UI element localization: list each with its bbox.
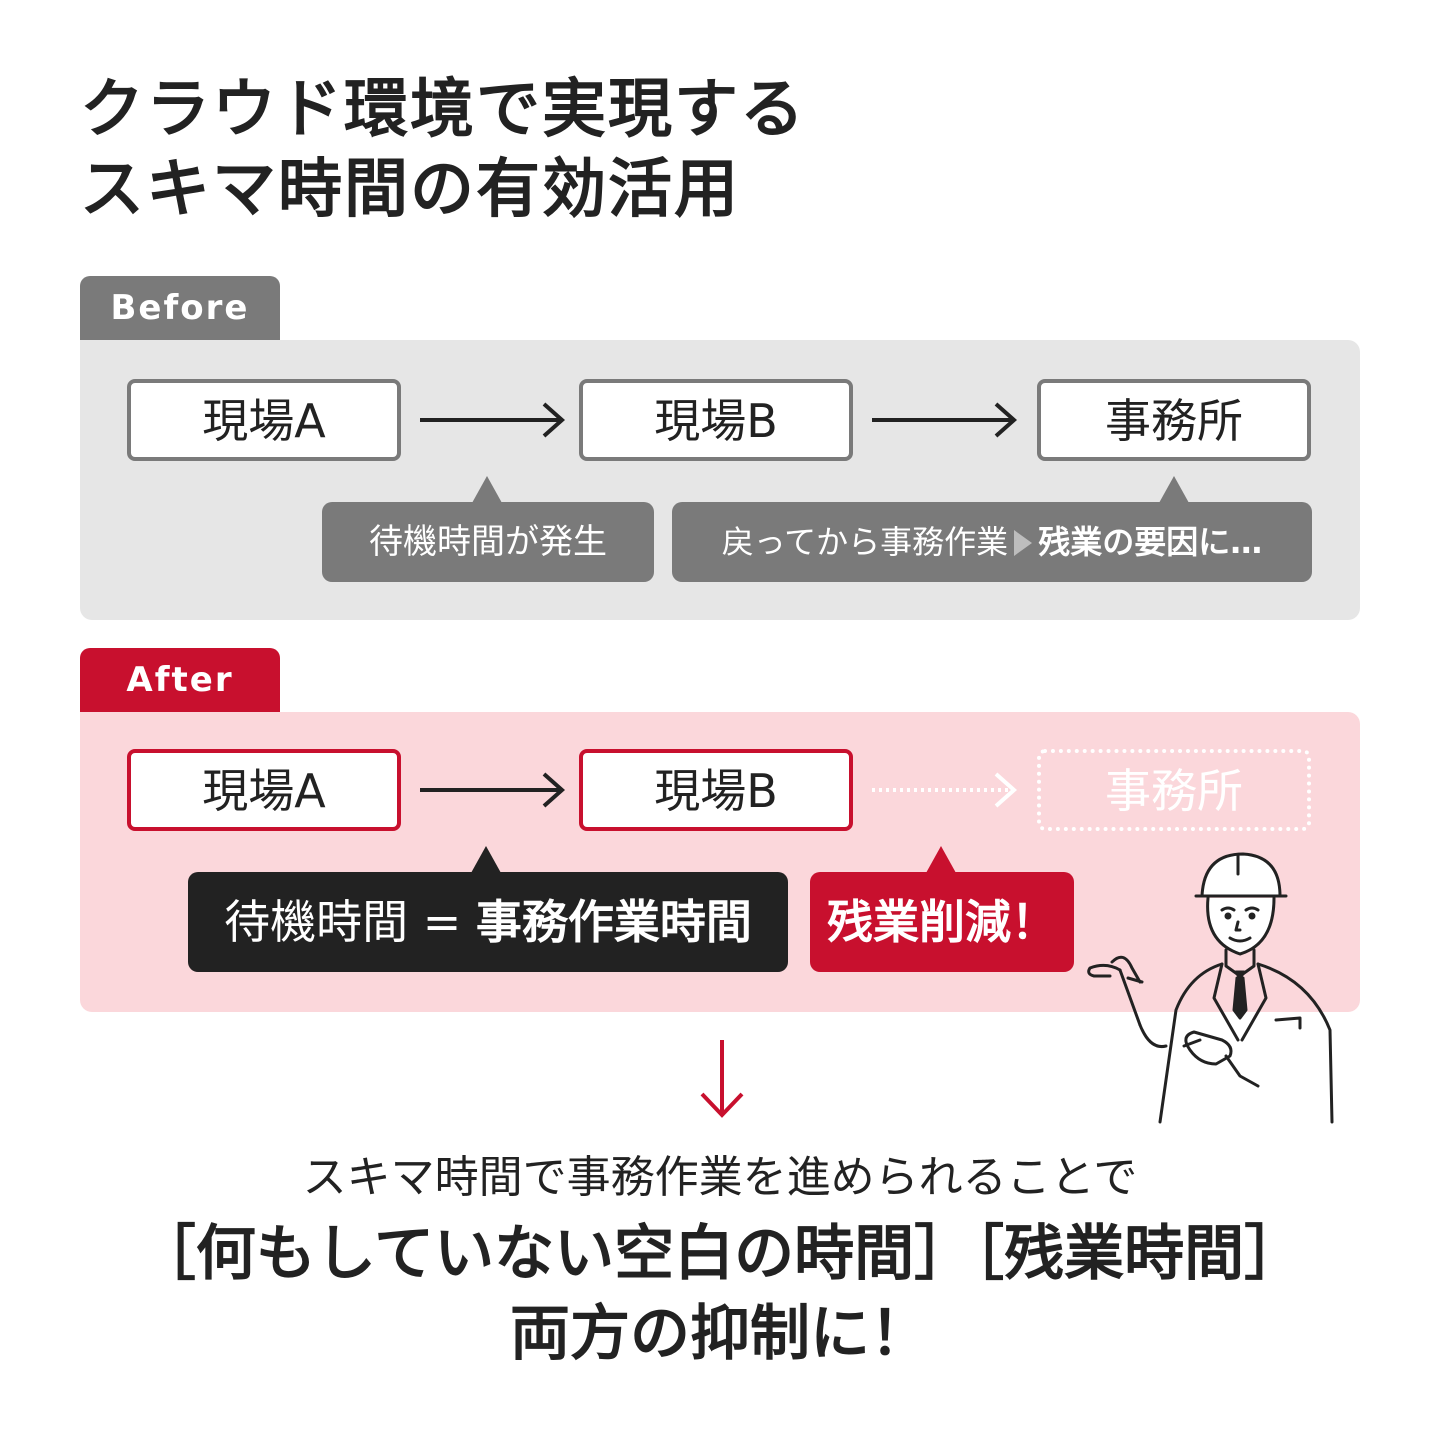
before-step-site-a: 現場A — [127, 379, 401, 461]
before-callout-wait: 待機時間が発生 — [322, 476, 654, 582]
title-line-2: スキマ時間の有効活用 — [80, 153, 740, 227]
before-callout-return-text: 戻ってから事務作業 — [721, 523, 1009, 561]
after-callout-wait-text: 待機時間 = — [224, 895, 462, 949]
worker-illustration-icon — [1087, 852, 1334, 1124]
conclusion-line-2: ［何もしていない空白の時間］［残業時間］ — [135, 1219, 1305, 1289]
after-step-site-a: 現場A — [127, 749, 401, 831]
page-title: クラウド環境で実現する スキマ時間の有効活用 — [80, 70, 980, 230]
before-callout-return-result: 残業の要因に… — [1038, 523, 1263, 561]
conclusion-line-1: スキマ時間で事務作業を進められることで — [302, 1152, 1138, 1203]
after-arrow-1-icon — [420, 772, 566, 808]
before-arrow-1-icon — [420, 402, 566, 438]
after-callout-wait-result: 事務作業時間 — [475, 895, 752, 949]
before-arrow-2-icon — [872, 402, 1018, 438]
after-step-site-b: 現場B — [579, 749, 853, 831]
after-step-office-faded: 事務所 — [1037, 749, 1311, 831]
before-tab: Before — [80, 276, 280, 340]
play-triangle-icon — [1014, 530, 1033, 556]
down-arrow-icon — [700, 1040, 744, 1118]
before-callout-wait-text: 待機時間が発生 — [369, 522, 607, 562]
after-arrow-dotted-icon — [872, 772, 1018, 808]
before-callout-return: 戻ってから事務作業残業の要因に… — [672, 476, 1312, 582]
title-line-1: クラウド環境で実現する — [80, 73, 806, 147]
after-callout-overtime-text: 残業削減！ — [827, 895, 1057, 949]
after-callout-overtime: 残業削減！ — [810, 846, 1074, 972]
before-step-office: 事務所 — [1037, 379, 1311, 461]
after-tab: After — [80, 648, 280, 712]
conclusion-line-3: 両方の抑制に！ — [510, 1299, 930, 1369]
before-step-site-b: 現場B — [579, 379, 853, 461]
after-callout-wait: 待機時間 = 事務作業時間 — [188, 846, 788, 972]
